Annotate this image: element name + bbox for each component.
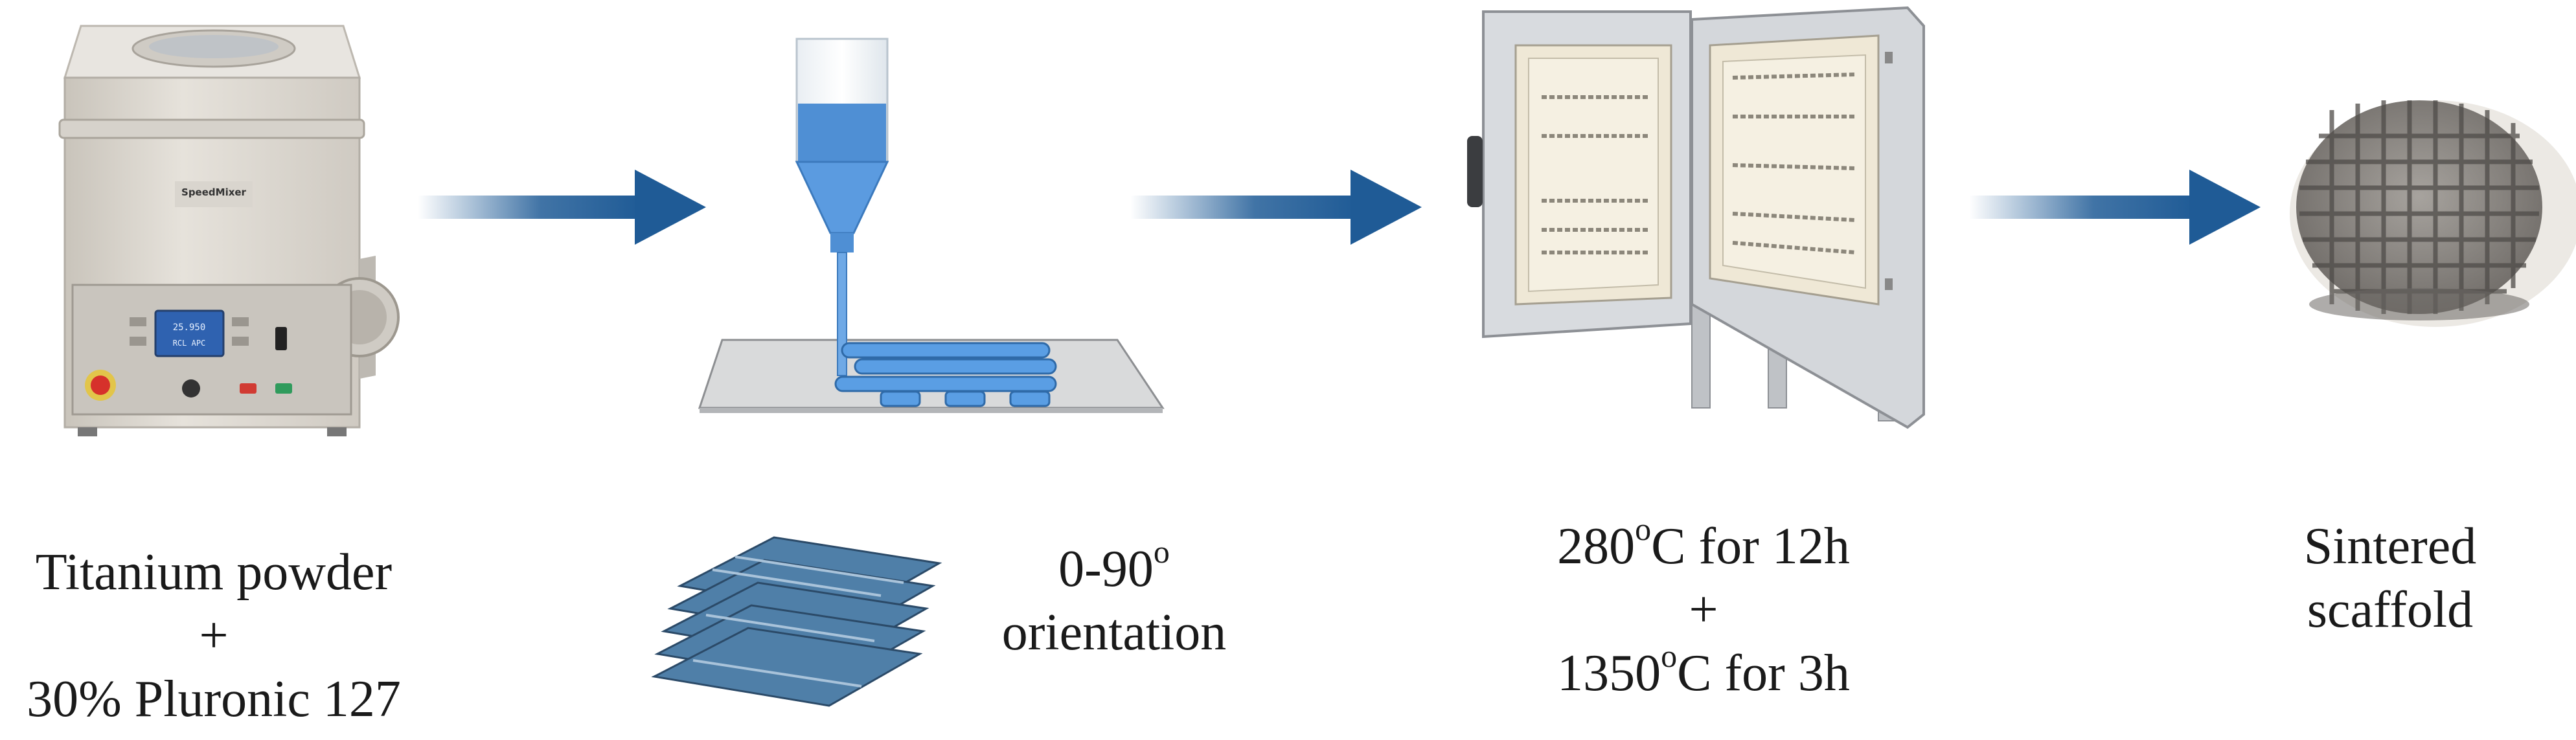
mixer-brand-text: SpeedMixer (181, 186, 247, 198)
arrow-right-icon (1969, 170, 2261, 245)
printer-label-line1: 0-90o (1058, 533, 1170, 598)
mixer-label-line1: Titanium powder (35, 544, 393, 601)
printer-label-line2: orientation (1001, 604, 1227, 661)
arrow-right-icon (1130, 170, 1422, 245)
furnace-handle (1467, 136, 1483, 207)
scaffold-label-line2: scaffold (2307, 581, 2474, 638)
mixer-label-line2: + (199, 607, 229, 664)
emergency-stop-icon (91, 376, 110, 395)
furnace-label-line3: 1350oC for 3h (1557, 638, 1850, 702)
scaffold-label-line1: Sintered (2303, 518, 2477, 575)
furnace-label-line1: 280oC for 12h (1557, 511, 1850, 575)
sintered-scaffold-illustration (2290, 100, 2576, 327)
mixer-label-line3: 30% Pluronic 127 (27, 671, 401, 728)
mixer-display-line2: RCL APC (173, 339, 206, 348)
extrusion-printer-illustration (651, 38, 1165, 707)
furnace-illustration (1467, 6, 1925, 429)
furnace-label: 280oC for 12h + 1350oC for 3h (1503, 511, 1904, 705)
printer-label: 0-90o orientation (978, 533, 1250, 664)
mixer-label: Titanium powder + 30% Pluronic 127 (0, 541, 427, 731)
scaffold-label: Sintered scaffold (2254, 515, 2526, 642)
mixer-display-line1: 25.950 (173, 322, 206, 333)
lattice-stack-icon (651, 536, 942, 707)
arrow-right-icon (418, 170, 706, 245)
furnace-label-line2: + (1689, 581, 1718, 638)
speed-mixer-illustration: SpeedMixer 25.950 RCL APC (58, 25, 400, 436)
mixer-display (154, 309, 225, 357)
